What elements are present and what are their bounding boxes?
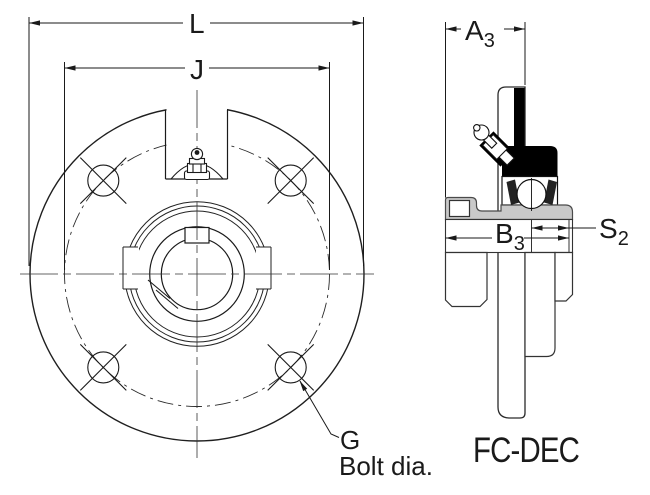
bolt-hole-top-right xyxy=(267,157,315,204)
right-casting-notch xyxy=(256,246,273,290)
bolt-dia-label-G: G xyxy=(340,425,360,455)
zerk-tip xyxy=(194,150,200,155)
bolt-hole-bottom-left xyxy=(79,344,127,391)
bolt-hole-top-left xyxy=(79,157,127,204)
labels: L J A3 B3 S2 G Bolt dia. FC-DEC xyxy=(189,8,629,481)
dim-label-S2: S2 xyxy=(599,213,629,250)
grease-fitting-front xyxy=(183,147,211,181)
dimension-L xyxy=(28,17,364,266)
housing-section-fill xyxy=(502,88,558,177)
seal-left xyxy=(506,179,520,205)
side-view xyxy=(444,22,596,419)
dimension-J xyxy=(64,62,330,270)
bolt-holes xyxy=(79,157,315,391)
bolt-dia-caption: Bolt dia. xyxy=(339,451,433,481)
dimension-B3 xyxy=(445,235,569,241)
dimension-A3 xyxy=(445,22,526,198)
sleeve-lower-outline xyxy=(524,251,556,358)
seal-right xyxy=(544,179,557,205)
dim-label-L: L xyxy=(189,8,205,39)
dim-label-A3: A3 xyxy=(465,15,495,52)
front-view xyxy=(20,17,374,458)
zerk-tip-side xyxy=(473,124,481,132)
eccentric-slot xyxy=(147,279,179,309)
collar-lower-outline xyxy=(444,251,488,308)
bolt-dia-leader xyxy=(299,380,340,438)
bolt-hole-bottom-right xyxy=(267,344,315,391)
grease-fitting-side xyxy=(473,124,515,166)
left-casting-notch xyxy=(121,246,139,290)
bore-band xyxy=(444,218,574,254)
setscrew-hole-side xyxy=(448,199,471,218)
zerk-hex xyxy=(186,162,208,174)
dim-label-J: J xyxy=(190,54,204,85)
part-name-label: FC-DEC xyxy=(473,431,580,470)
dim-label-B3: B3 xyxy=(495,218,525,255)
flinger-lower-outline xyxy=(554,251,574,302)
dimension-S2 xyxy=(531,225,596,231)
inner-sleeve-and-collar xyxy=(444,196,574,221)
